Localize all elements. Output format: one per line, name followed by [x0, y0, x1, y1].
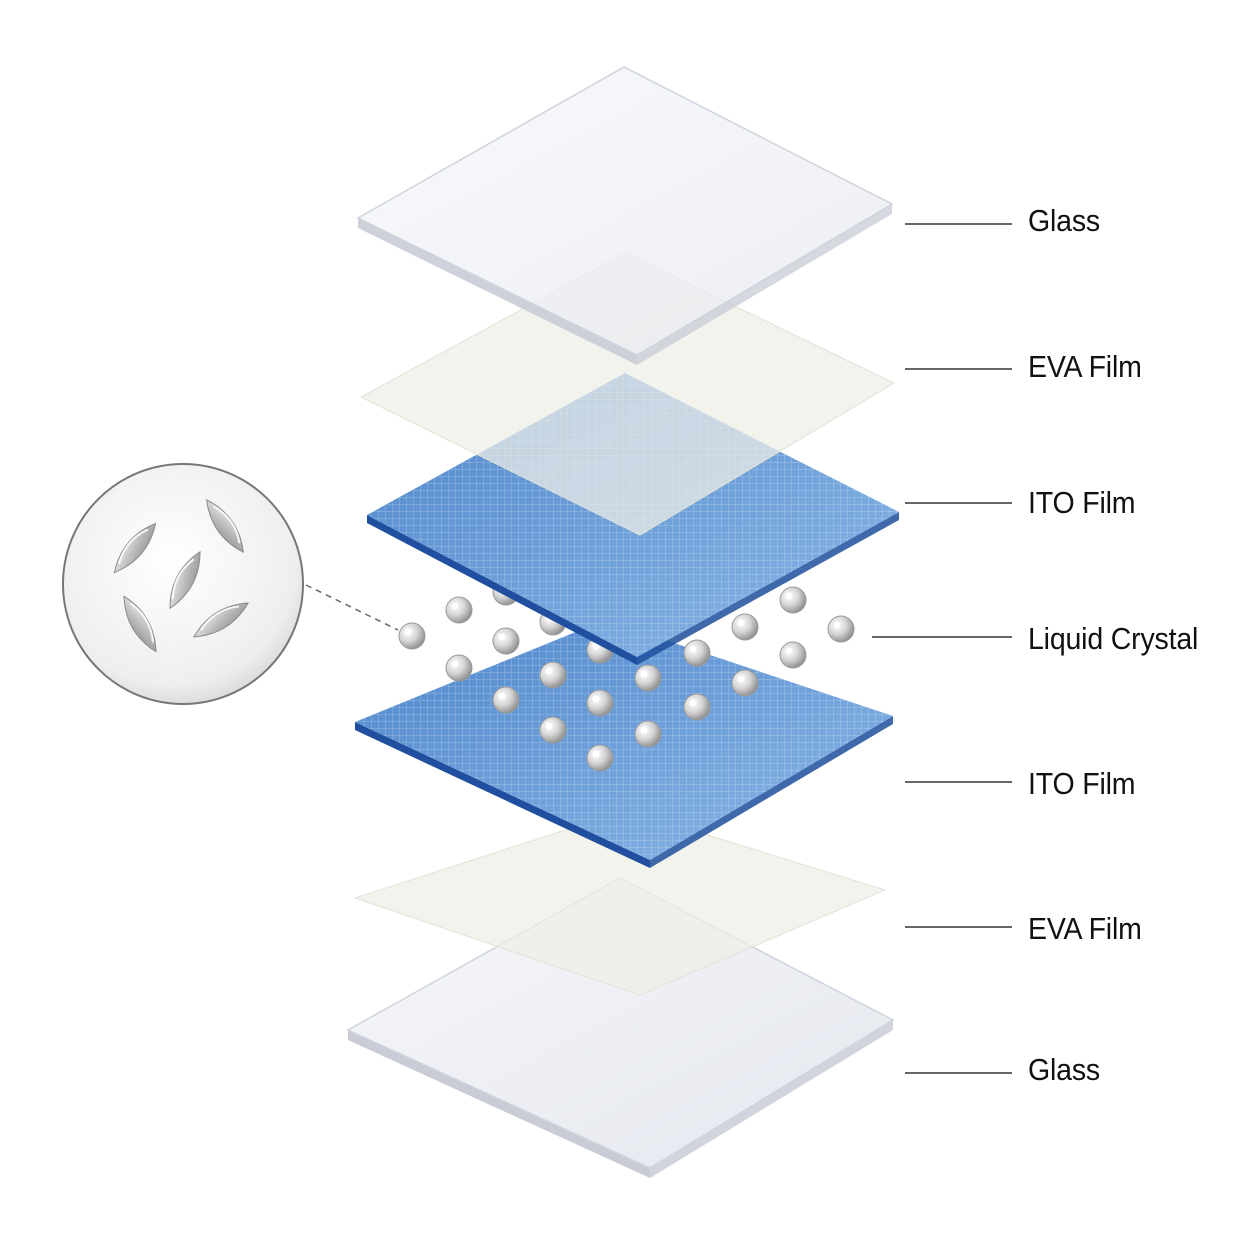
droplet-highlight [546, 668, 553, 675]
droplet-highlight [499, 693, 506, 700]
droplet-highlight [452, 603, 459, 610]
liquid-crystal-droplet-icon [732, 670, 758, 696]
droplet-highlight [641, 727, 648, 734]
droplet-highlight [738, 620, 745, 627]
label-glass-top: Glass [1028, 203, 1100, 239]
liquid-crystal-droplet-icon [540, 717, 566, 743]
label-glass-bottom: Glass [1028, 1052, 1100, 1088]
label-eva-film-top: EVA Film [1028, 349, 1142, 385]
liquid-crystal-droplet-icon [828, 616, 854, 642]
label-ito-film-top: ITO Film [1028, 485, 1135, 521]
liquid-crystal-droplet-icon [587, 745, 613, 771]
droplet-highlight [690, 646, 697, 653]
droplet-highlight [452, 661, 459, 668]
liquid-crystal-droplet-icon [587, 690, 613, 716]
droplet-highlight [499, 634, 506, 641]
liquid-crystal-droplet-icon [635, 721, 661, 747]
liquid-crystal-droplet-icon [684, 694, 710, 720]
liquid-crystal-droplet-icon [780, 642, 806, 668]
droplet-highlight [405, 629, 412, 636]
liquid-crystal-droplet-icon [732, 614, 758, 640]
liquid-crystal-droplet-icon [780, 587, 806, 613]
liquid-crystal-droplet-icon [684, 640, 710, 666]
droplet-highlight [786, 648, 793, 655]
liquid-crystal-droplet-icon [540, 662, 566, 688]
droplet-highlight [738, 676, 745, 683]
liquid-crystal-droplet-icon [446, 597, 472, 623]
label-eva-film-bottom: EVA Film [1028, 911, 1142, 947]
liquid-crystal-droplet-icon [635, 665, 661, 691]
liquid-crystal-droplet-icon [493, 687, 519, 713]
droplet-highlight [834, 622, 841, 629]
droplet-highlight [593, 751, 600, 758]
label-ito-film-bottom: ITO Film [1028, 766, 1135, 802]
liquid-crystal-droplet-icon [399, 623, 425, 649]
liquid-crystal-droplet-icon [446, 655, 472, 681]
droplet-highlight [593, 696, 600, 703]
liquid-crystal-droplet-icon [493, 628, 519, 654]
droplet-highlight [546, 723, 553, 730]
label-liquid-crystal: Liquid Crystal [1028, 621, 1198, 657]
droplet-highlight [641, 671, 648, 678]
glass-top-surface [358, 67, 892, 355]
zoom-connector-line [306, 585, 398, 630]
droplet-highlight [786, 593, 793, 600]
droplet-highlight [690, 700, 697, 707]
